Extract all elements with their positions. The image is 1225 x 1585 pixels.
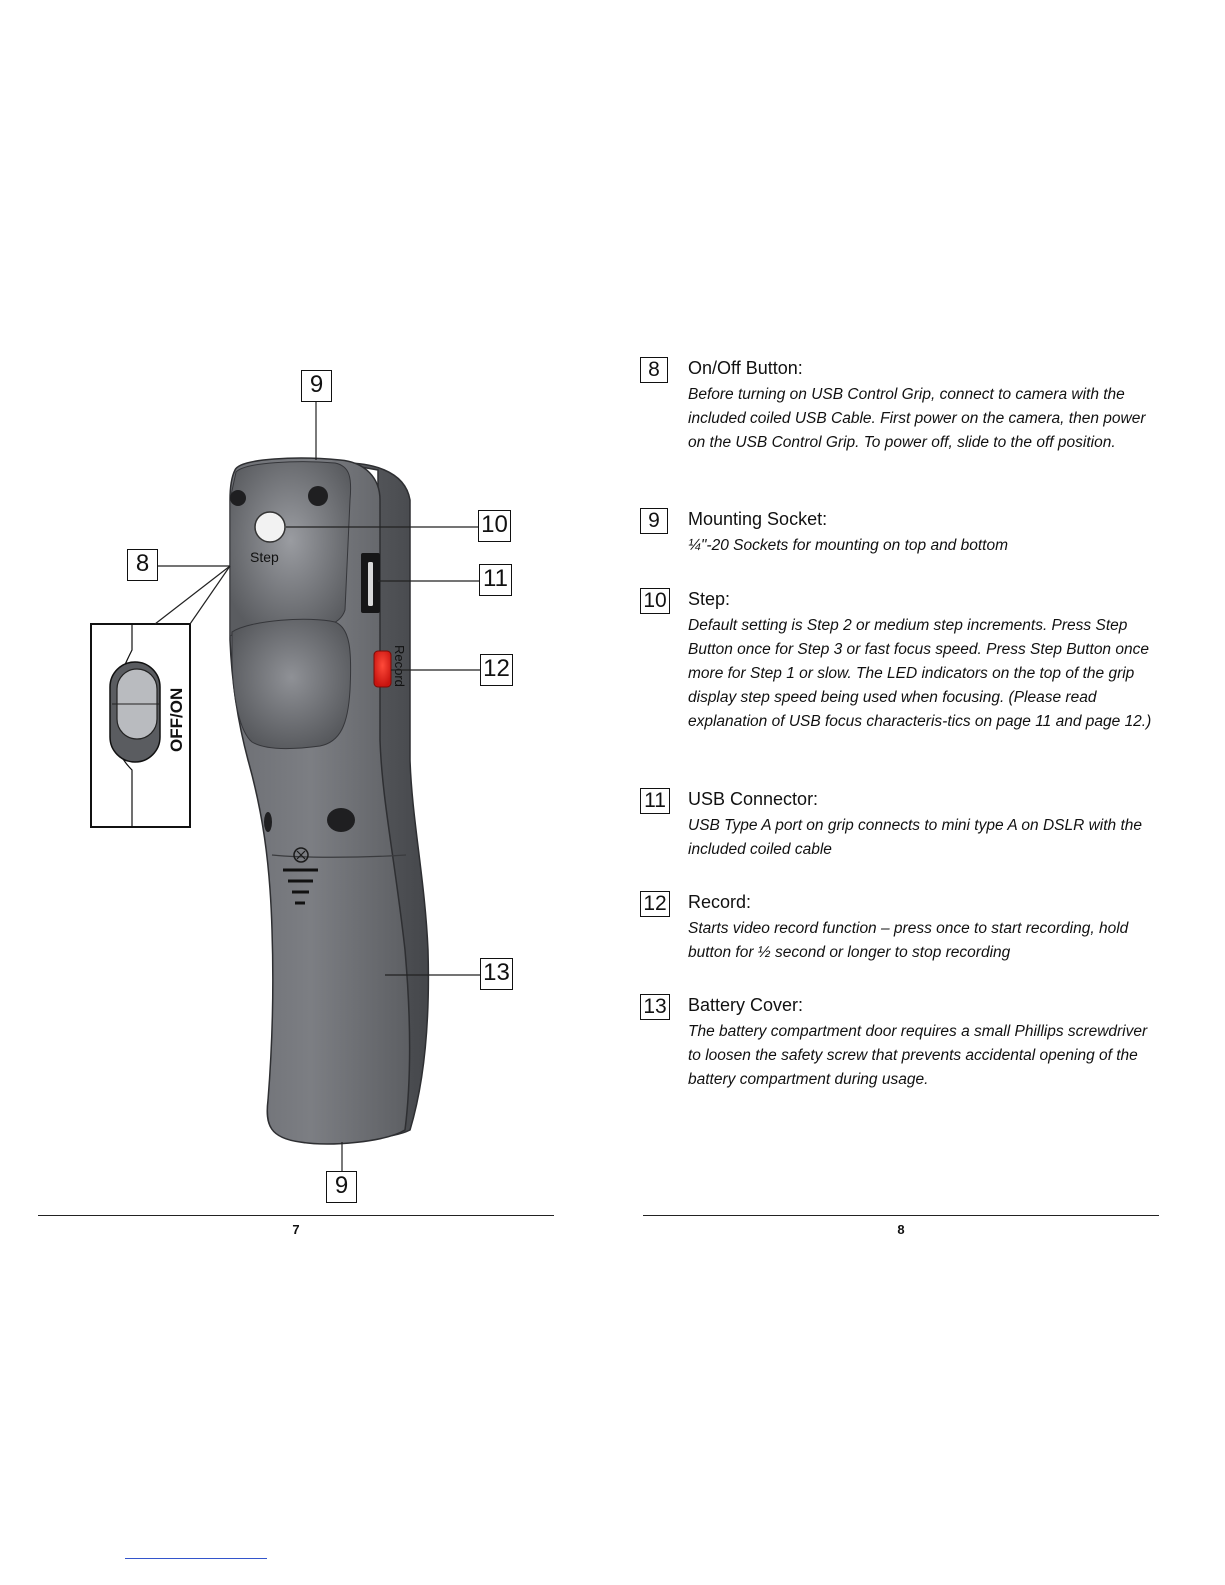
battery-cover-seam — [271, 854, 407, 858]
grip-finger-panel — [231, 618, 352, 750]
record-label: Record — [392, 645, 407, 687]
front-screw-top-left — [230, 490, 246, 506]
grip-figure: Step Record OFF/ON — [0, 0, 612, 1240]
item-title: Record: — [688, 892, 752, 912]
item-description: The battery compartment door requires a … — [688, 1023, 1148, 1088]
right-page-number: 8 — [897, 1222, 905, 1237]
grip-illustration: Step Record OFF/ON — [90, 401, 480, 1172]
item-description: Default setting is Step 2 or medium step… — [688, 617, 1152, 730]
callout-battery: 13 — [480, 958, 513, 990]
item-number: 11 — [640, 788, 670, 814]
battery-screw-icon — [293, 847, 309, 863]
record-button[interactable] — [373, 650, 392, 688]
item-number: 8 — [640, 357, 668, 383]
item-number: 13 — [640, 994, 670, 1020]
callout-on-off: 8 — [127, 549, 158, 581]
step-button[interactable] — [254, 511, 286, 543]
item-description: USB Type A port on grip connects to mini… — [688, 817, 1143, 858]
front-screw-lower-left — [264, 812, 272, 832]
item-title: On/Off Button: — [688, 358, 803, 378]
item-number: 10 — [640, 588, 670, 614]
item-title: Step: — [688, 589, 731, 609]
front-screw-top-right — [308, 486, 328, 506]
step-label: Step — [250, 549, 279, 565]
left-page-number: 7 — [292, 1222, 300, 1237]
item-description: ¼"-20 Sockets for mounting on top and bo… — [688, 537, 1008, 554]
leader-switch-a — [154, 565, 231, 625]
callout-step: 10 — [478, 510, 511, 542]
usb-port-inner — [368, 562, 373, 606]
item-number: 9 — [640, 508, 668, 534]
item-description: Starts video record function – press onc… — [688, 920, 1129, 961]
left-page-rule — [38, 1215, 554, 1216]
battery-screw-cross — [296, 850, 306, 860]
item-title: Battery Cover: — [688, 995, 804, 1015]
front-screw-lower — [327, 808, 355, 832]
callout-usb: 11 — [479, 564, 512, 596]
callout-record: 12 — [480, 654, 513, 686]
leader-switch-b — [189, 565, 231, 625]
callout-bottom-socket: 9 — [326, 1171, 357, 1203]
switch-label: OFF/ON — [167, 688, 186, 752]
right-page-rule — [643, 1215, 1159, 1216]
item-description: Before turning on USB Control Grip, conn… — [688, 386, 1146, 451]
item-title: Mounting Socket: — [688, 509, 828, 529]
grip-top-panel — [229, 461, 352, 637]
item-title: USB Connector: — [688, 789, 819, 809]
callout-top-socket: 9 — [301, 370, 332, 402]
footer-link-underline — [125, 1558, 267, 1559]
item-number: 12 — [640, 891, 670, 917]
